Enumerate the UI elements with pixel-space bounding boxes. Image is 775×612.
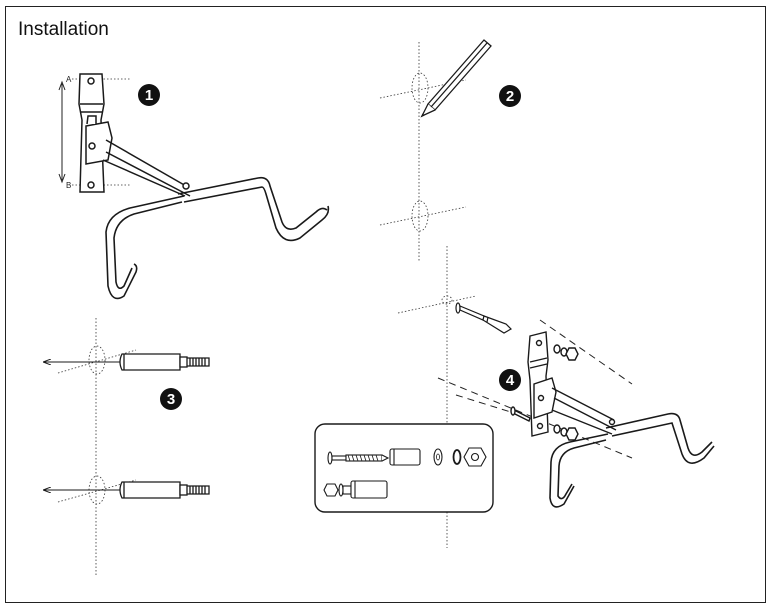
drill-mark-top [411,72,429,104]
alignment-line-bottom [437,377,633,459]
step-3-illustration: 3 [44,318,210,575]
nut-icon [463,447,487,467]
step-number-1: 1 [145,87,153,104]
step-badge-1: 1 [138,84,160,106]
anchor-bolt-icon [323,480,388,499]
wall-anchor-icon [389,448,421,466]
pencil-icon [420,39,492,118]
lock-washer-icon [452,449,462,465]
bike-hanger-bracket-icon [78,73,330,300]
step-badge-2: 2 [499,85,521,107]
screw-icon [455,302,512,334]
page-title: Installation [18,19,109,40]
bike-hanger-bracket-icon [510,331,715,508]
step-badge-3: 3 [160,388,182,410]
hardware-inset [314,423,494,513]
step-number-4: 4 [506,372,515,389]
step-2-illustration: 2 [379,39,521,262]
washer-icon [433,448,443,466]
diagram-frame [5,6,766,603]
dimension-label-a: A [66,75,72,84]
dimension-label-b: B [66,181,71,190]
hardware-inset-box [314,423,494,513]
step-number-2: 2 [506,88,514,105]
step-badge-4: 4 [499,369,521,391]
screw-icon [327,451,390,465]
step-number-3: 3 [167,391,175,408]
step-4-illustration: 4 [314,246,715,548]
wall-anchor-icon [119,481,210,499]
wall-anchor-icon [119,353,210,371]
drill-mark-bottom [411,200,429,232]
step-1-illustration: A B 1 [58,73,330,300]
